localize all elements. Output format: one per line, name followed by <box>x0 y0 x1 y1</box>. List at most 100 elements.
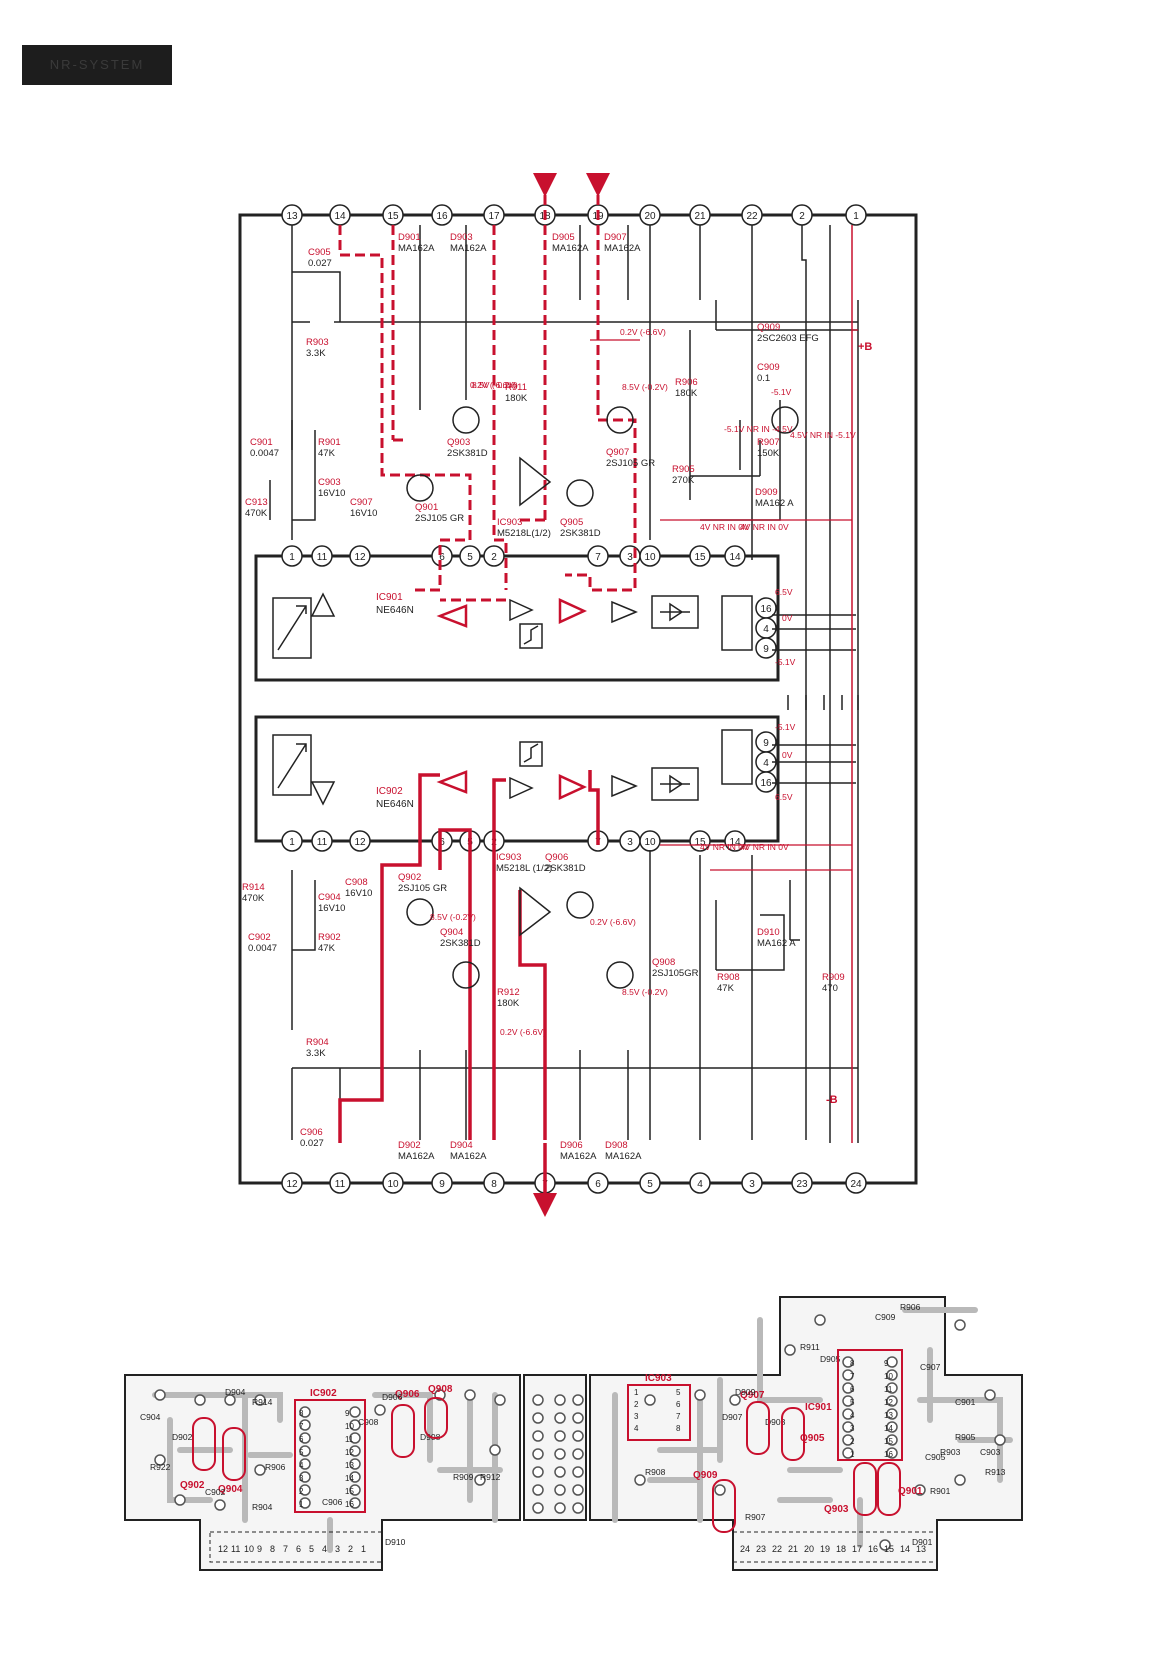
component-ref: D902 <box>398 1140 421 1151</box>
ic901-pcb-pin-a: 3 <box>850 1424 855 1433</box>
bottom-pin-11: 11 <box>329 1172 351 1194</box>
component-value: 470 <box>822 983 838 994</box>
component-ref: R902 <box>318 932 341 943</box>
bottom-pin-24-label: 24 <box>850 1179 862 1190</box>
ic902-pin-1-label: 1 <box>289 837 295 848</box>
ic902-pin-1: 1 <box>281 830 303 852</box>
component-ref: D903 <box>450 232 473 243</box>
pcb-pad <box>572 1502 584 1514</box>
component-value: 16V10 <box>345 888 372 899</box>
component-value: MA162A <box>552 243 589 254</box>
bottom-pin-9-label: 9 <box>439 1179 445 1190</box>
pcb-pad <box>349 1497 361 1509</box>
component-labels: D901MA162AD903MA162AD905MA162AD907MA162A… <box>242 232 845 1162</box>
component-value: 0.027 <box>308 258 332 269</box>
pcb-pad <box>784 1344 796 1356</box>
pcb-right-pin-18: 18 <box>836 1544 846 1554</box>
pcb-right-pin-16: 16 <box>868 1544 878 1554</box>
pcb-pad <box>532 1448 544 1460</box>
pcb-pad <box>154 1389 166 1401</box>
ic901-pcb-pin-b: 9 <box>884 1359 889 1368</box>
bottom-pin-3: 3 <box>741 1172 763 1194</box>
pcb-silk-r906-20: R906 <box>900 1302 921 1312</box>
ic901-name: IC901 <box>376 592 403 603</box>
component-value: 0.1 <box>757 373 770 384</box>
component-ref: D905 <box>552 232 575 243</box>
schematic-frame <box>238 213 918 1185</box>
pcb-right-pin-21: 21 <box>788 1544 798 1554</box>
ic902-rpin-16-label: 16 <box>760 778 772 789</box>
ic901-pcb-pin-b: 16 <box>884 1450 893 1459</box>
component-ref: R909 <box>822 972 845 983</box>
component-value: MA162 A <box>755 498 794 509</box>
component-value: 47K <box>318 448 336 459</box>
component-value: 180K <box>505 393 528 404</box>
pcb-board-left <box>124 1374 521 1571</box>
component-ref: D909 <box>755 487 778 498</box>
ic901-pin-12-label: 12 <box>354 552 366 563</box>
ic902-pcb-pin-b: 15 <box>345 1487 354 1496</box>
ic902-block: IC902 NE646N <box>254 715 780 843</box>
ic901-pcb-pin-a: 6 <box>850 1385 855 1394</box>
pcb-pad <box>299 1406 311 1418</box>
component-ref: C906 <box>300 1127 323 1138</box>
ic902-part: NE646N <box>376 799 414 810</box>
pcb-pad <box>554 1448 566 1460</box>
ic901-pin-10-label: 10 <box>644 552 656 563</box>
ic901-pcb-pin-a: 7 <box>850 1372 855 1381</box>
ic901-pin-15: 15 <box>689 545 711 567</box>
pcb-silk-r901-28: R901 <box>930 1486 951 1496</box>
component-value: 16V10 <box>318 488 345 499</box>
component-ref: R901 <box>318 437 341 448</box>
ic902-pin-14: 14 <box>724 830 746 852</box>
top-pin-15-label: 15 <box>387 211 399 222</box>
ic901-pin-14: 14 <box>724 545 746 567</box>
ic902-pcb-pin-a: 5 <box>299 1448 304 1457</box>
pcb-pad <box>729 1394 741 1406</box>
pos-rail-label: +B <box>858 341 872 353</box>
component-ref: D904 <box>450 1140 473 1151</box>
component-value: MA162A <box>398 243 435 254</box>
pcb-pad <box>299 1432 311 1444</box>
page-label: NR-SYSTEM <box>22 45 172 85</box>
top-pin-16-label: 16 <box>436 211 448 222</box>
pcb-pad <box>886 1421 898 1433</box>
component-ref: Q907 <box>606 447 629 458</box>
voltage-top-11: 0V <box>782 613 793 623</box>
pcb-silk-d904-2: D904 <box>225 1387 246 1397</box>
pcb-pad <box>842 1447 854 1459</box>
pcb-silk-d910-12: D910 <box>385 1537 406 1547</box>
ic901-pcb-pin-b: 11 <box>884 1385 893 1394</box>
pcb-label-q901: Q901 <box>898 1486 923 1497</box>
component-ref: R903 <box>306 337 329 348</box>
voltage-top-1: 0.2V (-6.6V) <box>470 380 516 390</box>
voltage-top-8: 4V NR IN 0V <box>740 522 789 532</box>
ic901-pin-7: 7 <box>587 545 609 567</box>
pcb-left-pin-4: 4 <box>322 1544 327 1554</box>
component-value: 2SC2603 EFG <box>757 333 819 344</box>
pcb-pad <box>374 1404 386 1416</box>
signal-path-traces <box>338 173 858 1217</box>
ic902-pcb-pin-b: 13 <box>345 1461 354 1470</box>
bottom-pin-23-label: 23 <box>796 1179 808 1190</box>
pcb-silk-r904-7: R904 <box>252 1502 273 1512</box>
ic902-pcb-pin-b: 16 <box>345 1500 354 1509</box>
pcb-silk-r912-14: R912 <box>480 1472 501 1482</box>
pcb-pad <box>349 1432 361 1444</box>
pcb-pads <box>154 1314 1006 1551</box>
ic902-pin-11-label: 11 <box>317 837 328 848</box>
component-ref: Q905 <box>560 517 583 528</box>
ic901-pin-5: 5 <box>459 545 481 567</box>
pcb-silk-c905-25: C905 <box>925 1452 946 1462</box>
component-ref: Q908 <box>652 957 675 968</box>
pcb-pad <box>254 1464 266 1476</box>
